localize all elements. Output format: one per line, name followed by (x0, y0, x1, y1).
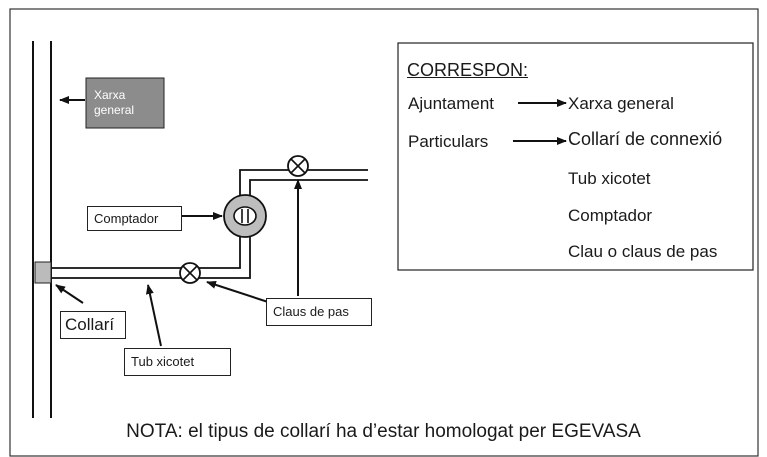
valve-icon-upper (287, 155, 309, 177)
meter-inner-ring (233, 206, 257, 226)
legend-particulars: Particulars (408, 132, 489, 151)
xarxa-general-label: Xarxa general (94, 88, 135, 117)
legend-particulars-item: Collarí de connexió (568, 129, 723, 149)
outer-frame (9, 8, 759, 457)
legend-title: CORRESPON: (407, 60, 529, 80)
legend-particulars-item: Clau o claus de pas (568, 242, 718, 261)
claus-arrow-lower (206, 281, 269, 303)
legend-particulars-item: Tub xicotet (568, 169, 651, 188)
legend-box (397, 42, 754, 271)
valve-icon-lower (179, 262, 201, 284)
collar-arrow (55, 284, 84, 304)
collar-fitting (34, 261, 52, 284)
legend-ajuntament: Ajuntament (408, 94, 494, 113)
legend-ajuntament-item: Xarxa general (568, 94, 674, 113)
xarxa-general-box (85, 77, 165, 129)
collari-label: Collarí (60, 311, 126, 339)
tub-xicotet-arrow (145, 284, 162, 347)
homologation-note: NOTA: el tipus de collarí ha d’estar hom… (126, 421, 641, 442)
legend-particulars-item: Comptador (568, 206, 653, 225)
tub-xicotet-label: Tub xicotet (124, 348, 231, 376)
comptador-label: Comptador (87, 206, 182, 231)
claus-de-pas-label: Claus de pas (266, 298, 372, 326)
